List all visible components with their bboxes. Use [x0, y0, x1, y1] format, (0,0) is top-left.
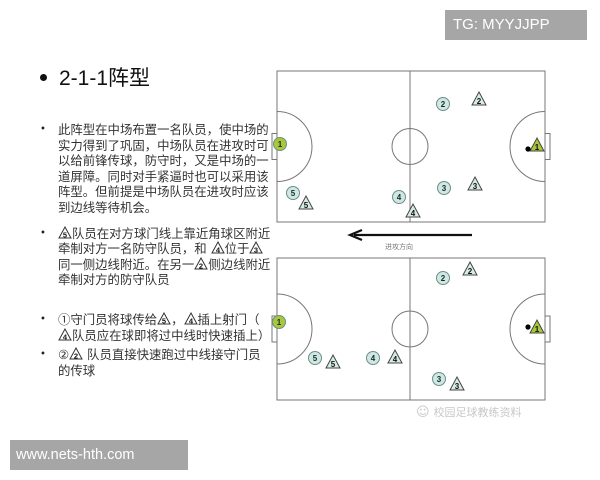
- svg-text:5: 5: [162, 316, 166, 325]
- center-circle: [391, 310, 429, 348]
- attack-direction-arrow: [347, 228, 472, 242]
- svg-text:5: 5: [291, 189, 296, 198]
- player-triangle-icon: 4: [183, 311, 198, 325]
- svg-text:1: 1: [535, 143, 540, 152]
- slide-title: 2-1-1阵型: [40, 62, 150, 92]
- svg-text:2: 2: [477, 97, 482, 106]
- wechat-icon: ☺: [416, 404, 430, 420]
- player-circle-3: 3: [437, 181, 451, 195]
- svg-text:4: 4: [393, 355, 398, 364]
- player-triangle-icon: 4: [58, 327, 72, 341]
- bullet-text: 此阵型在中场布置一名队员，使中场的实力得到了巩固，中场队员在进攻时可以给前锋传球…: [58, 122, 269, 215]
- svg-text:5: 5: [331, 360, 336, 369]
- player-triangle-icon: 3: [249, 241, 264, 255]
- center-circle: [391, 128, 429, 165]
- title-text: 2-1-1阵型: [59, 67, 151, 90]
- ball-icon: [525, 324, 531, 330]
- source-watermark: ☺ 校园足球教练资料: [416, 404, 522, 420]
- player-triangle-2: 2: [471, 90, 487, 106]
- svg-text:1: 1: [278, 140, 283, 149]
- penalty-arc-left: [276, 111, 313, 182]
- player-circle-1: 1: [272, 315, 286, 329]
- penalty-arc-right: [509, 111, 546, 182]
- svg-text:4: 4: [397, 193, 402, 202]
- goal-left: [271, 315, 278, 343]
- svg-text:2: 2: [441, 100, 446, 109]
- field-diagram-bottom: 1 2 3 4 5 1 2 3 4 5: [271, 257, 551, 401]
- bullet-dot: •: [40, 227, 46, 239]
- field-border: [276, 70, 546, 223]
- player-circle-3: 3: [432, 372, 446, 386]
- goal-right: [544, 315, 551, 343]
- player-triangle-4: 4: [387, 348, 403, 364]
- player-triangle-2: 2: [462, 260, 478, 276]
- svg-text:2: 2: [441, 274, 446, 283]
- bullet-dot: [40, 73, 47, 81]
- watermark-url: www.nets-hth.com: [10, 440, 188, 470]
- penalty-arc-right: [509, 293, 546, 365]
- svg-text:3: 3: [455, 382, 460, 391]
- player-triangle-icon: 4: [210, 241, 225, 255]
- player-triangle-icon: 2: [69, 347, 83, 361]
- svg-text:2: 2: [199, 261, 203, 270]
- goal-right: [544, 133, 551, 160]
- player-triangle-1: 1: [529, 318, 545, 334]
- svg-text:4: 4: [411, 209, 416, 218]
- field-diagram-top: 1 2 3 4 5 1 2 3 4 5: [271, 70, 551, 223]
- player-triangle-icon: 2: [194, 256, 209, 270]
- svg-text:5: 5: [304, 201, 309, 210]
- svg-text:2: 2: [468, 267, 473, 276]
- svg-text:1: 1: [277, 318, 282, 327]
- player-circle-5: 5: [286, 186, 300, 200]
- bullet-item: • 此阵型在中场布置一名队员，使中场的实力得到了巩固，中场队员在进攻时可以给前锋传…: [40, 122, 272, 216]
- svg-text:4: 4: [371, 354, 376, 363]
- bullet-list: • 此阵型在中场布置一名队员，使中场的实力得到了巩固，中场队员在进攻时可以给前锋传…: [40, 122, 272, 388]
- player-circle-2: 2: [436, 97, 450, 111]
- player-triangle-icon: 5: [157, 311, 171, 325]
- player-circle-5: 5: [308, 351, 322, 365]
- player-triangle-3: 3: [467, 175, 483, 191]
- svg-text:3: 3: [437, 375, 442, 384]
- svg-text:1: 1: [535, 325, 540, 334]
- ball-icon: [525, 146, 531, 152]
- player-triangle-1: 1: [529, 136, 545, 152]
- bullet-dot: •: [40, 349, 46, 361]
- watermark-tg: TG: MYYJJPP: [445, 10, 587, 40]
- bullet-dot: •: [40, 313, 46, 325]
- bullet-dot: •: [40, 124, 46, 135]
- svg-text:5: 5: [313, 354, 318, 363]
- player-triangle-3: 3: [449, 375, 465, 391]
- svg-text:3: 3: [473, 182, 478, 191]
- player-circle-1: 1: [273, 137, 287, 151]
- svg-text:3: 3: [442, 184, 447, 193]
- player-triangle-icon: 5: [58, 225, 72, 239]
- svg-text:4: 4: [216, 246, 221, 255]
- player-circle-2: 2: [436, 271, 450, 285]
- player-triangle-4: 4: [405, 202, 421, 218]
- source-watermark-text: 校园足球教练资料: [433, 406, 522, 419]
- svg-text:3: 3: [254, 246, 258, 255]
- field-border: [276, 257, 546, 401]
- penalty-arc-left: [276, 293, 313, 365]
- svg-text:4: 4: [188, 316, 193, 325]
- svg-text:4: 4: [63, 332, 68, 341]
- svg-text:5: 5: [63, 230, 67, 239]
- svg-text:2: 2: [74, 352, 78, 361]
- attack-direction-label: 进攻方向: [385, 243, 413, 251]
- player-triangle-5: 5: [298, 194, 314, 210]
- player-circle-4: 4: [392, 190, 406, 204]
- player-circle-4: 4: [366, 351, 380, 365]
- player-triangle-5: 5: [325, 353, 341, 369]
